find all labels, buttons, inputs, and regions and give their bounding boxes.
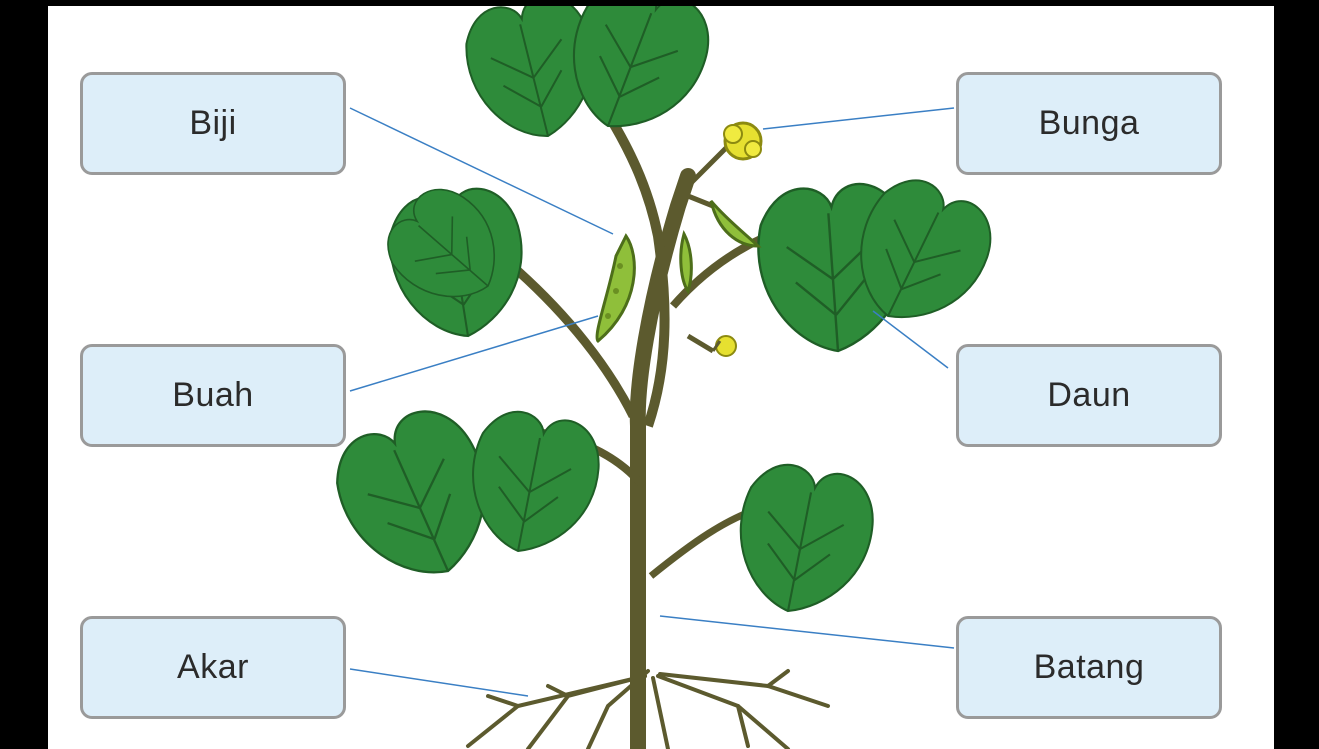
leaf-lower-left-2 bbox=[458, 404, 608, 564]
label-biji[interactable]: Biji bbox=[80, 72, 346, 175]
roots bbox=[466, 669, 830, 749]
plant-illustration bbox=[318, 6, 1007, 749]
label-batang[interactable]: Batang bbox=[956, 616, 1222, 719]
pod-small-vertical bbox=[679, 229, 693, 295]
leader-akar bbox=[349, 668, 529, 697]
leader-lines bbox=[349, 107, 955, 697]
main-stem bbox=[629, 168, 696, 749]
leader-batang bbox=[659, 615, 955, 649]
leader-bunga bbox=[762, 107, 955, 130]
pod-large bbox=[595, 233, 636, 344]
leaf-lower-right bbox=[726, 457, 882, 624]
label-buah[interactable]: Buah bbox=[80, 344, 346, 447]
leader-biji bbox=[349, 107, 614, 235]
leader-buah bbox=[349, 315, 599, 392]
label-daun[interactable]: Daun bbox=[956, 344, 1222, 447]
flower-bud bbox=[711, 335, 737, 357]
label-akar[interactable]: Akar bbox=[80, 616, 346, 719]
label-bunga[interactable]: Bunga bbox=[956, 72, 1222, 175]
flower bbox=[723, 121, 763, 161]
pod-small-diagonal bbox=[709, 200, 762, 248]
leader-daun bbox=[872, 310, 949, 369]
diagram-canvas: Biji Buah Akar Bunga Daun Batang bbox=[48, 6, 1274, 749]
